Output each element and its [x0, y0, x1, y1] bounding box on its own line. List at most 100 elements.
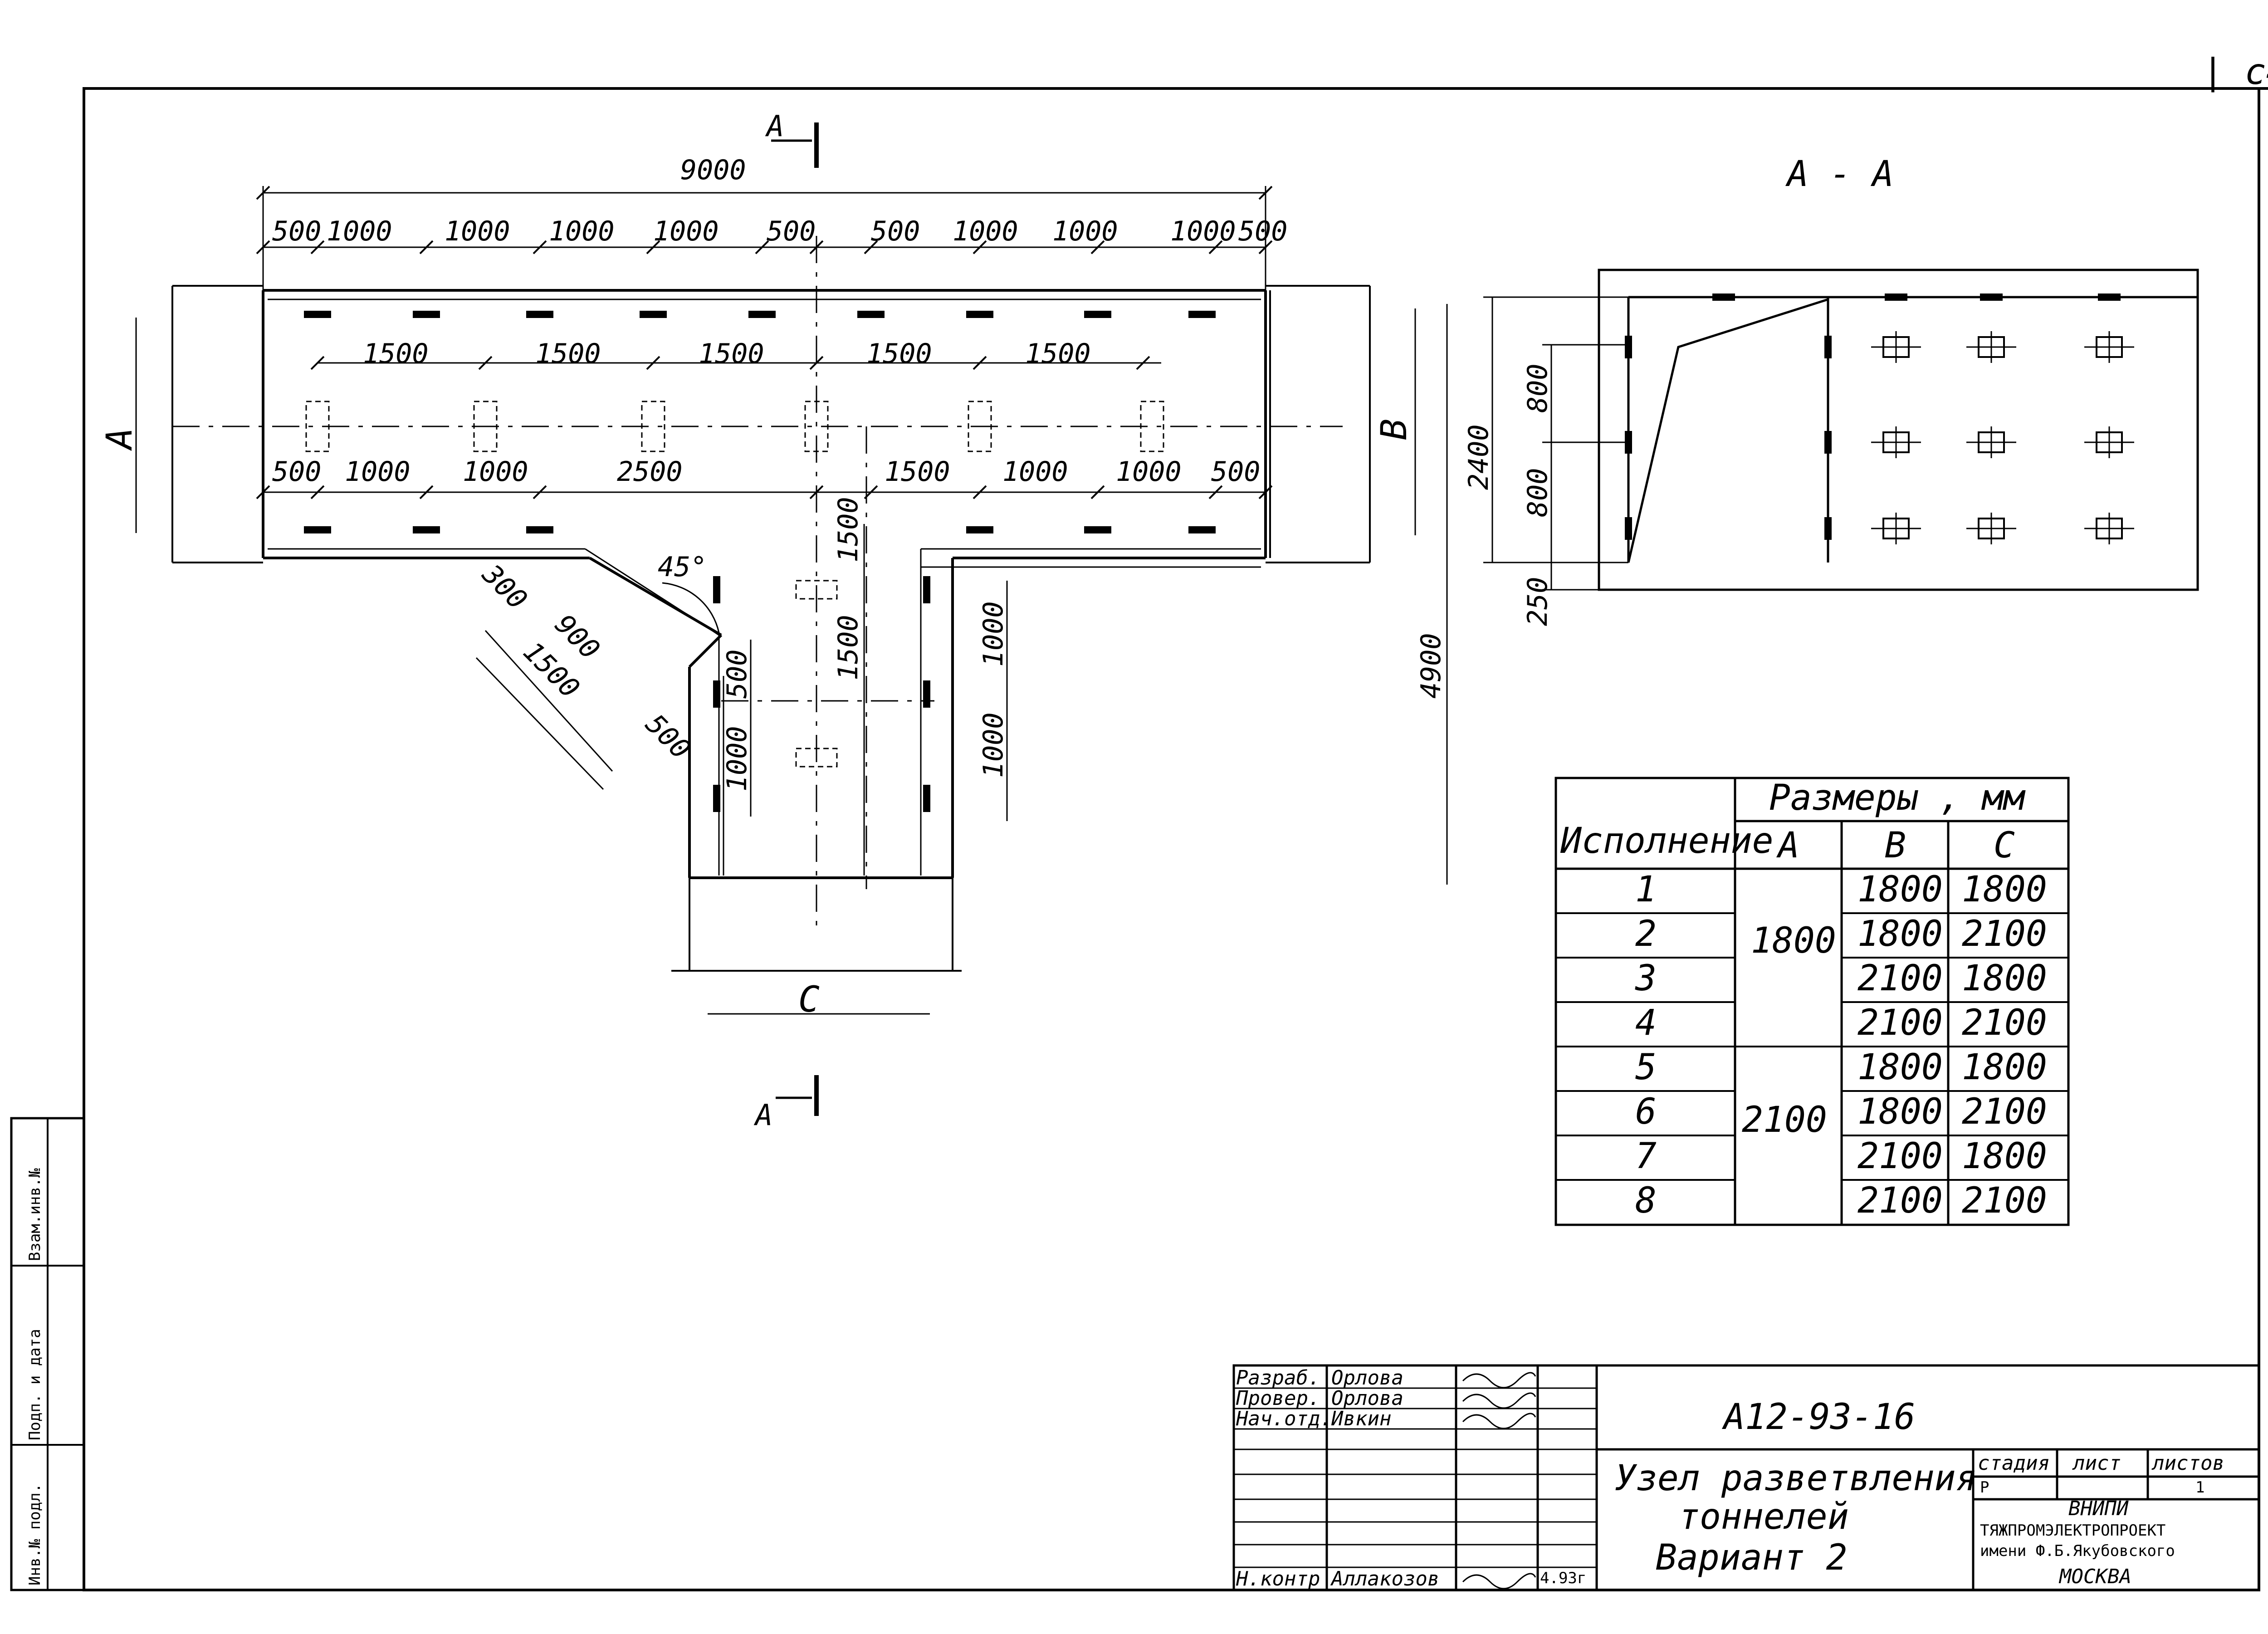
dim-tick: [310, 240, 325, 254]
table-cell-c: 1800: [1962, 1047, 2047, 1088]
dim-angle: 45°: [658, 551, 707, 583]
org-line-2: ТЯЖПРОМЭЛЕКТРОПРОЕКТ: [1980, 1521, 2165, 1540]
table-cell-n: 2: [1635, 914, 1657, 954]
dim-top-9: 1000: [1170, 215, 1236, 247]
signature: [1462, 1413, 1536, 1429]
section-wall-bolt: [1625, 336, 1632, 358]
section-cut-top: А: [765, 110, 819, 168]
support-square: [1140, 401, 1164, 452]
section-dim-lines: [1483, 296, 1628, 591]
section-dim-2400: 2400: [1463, 425, 1495, 490]
angle-arc: [662, 582, 720, 633]
person-3: Аллакозов: [1330, 1567, 1439, 1590]
sheet-label: лист: [2072, 1452, 2121, 1475]
side-walls: [171, 285, 1371, 563]
dim-tick: [310, 485, 325, 499]
section-title: А - А: [1785, 154, 1894, 195]
support-square-branch: [795, 580, 838, 600]
section-wall-bolt: [1824, 431, 1832, 454]
section-supports: [1625, 294, 2134, 544]
table-header-main: Размеры , мм: [1769, 778, 2026, 818]
dim-tick: [809, 485, 824, 499]
dim-tick: [533, 240, 547, 254]
table-merged-a1: 1800: [1751, 920, 1836, 961]
person-0: Орлова: [1331, 1366, 1403, 1389]
bolt-top: [304, 311, 331, 318]
table-cell-b: 1800: [1857, 914, 1943, 954]
dim-top-6: 500: [871, 215, 920, 247]
bolt-bottom: [526, 526, 553, 533]
dim-tick: [646, 240, 660, 254]
dim-top-1: 1000: [327, 215, 392, 247]
org-line-1: ВНИПИ: [2068, 1497, 2129, 1520]
dim-top-8: 1000: [1052, 215, 1118, 247]
dim-tick: [1136, 356, 1150, 370]
person-2: Ивкин: [1331, 1407, 1391, 1430]
doc-name-2: тоннелей: [1678, 1497, 1849, 1537]
dim-low-right-0: 1500: [885, 456, 950, 488]
table-cell-c: 2100: [1962, 1091, 2047, 1132]
section-dim-800-b: 800: [1522, 468, 1554, 517]
signature: [1462, 1392, 1536, 1409]
dim-tick: [478, 356, 493, 370]
dim-tick: [1258, 240, 1273, 254]
bolt-top: [413, 311, 440, 318]
cut-label-bottom: А: [753, 1099, 773, 1132]
dim-top-5: 500: [767, 215, 816, 247]
dimension-ticks: [256, 186, 1273, 499]
bolt-branch-left: [713, 576, 720, 603]
dim-mid-2: 1500: [699, 338, 764, 370]
bolt-top: [526, 311, 553, 318]
table-cell-n: 5: [1635, 1047, 1657, 1088]
table-header-exec: Исполнение: [1560, 821, 1774, 861]
role-0: Разраб.: [1236, 1366, 1320, 1389]
bolt-bottom: [304, 526, 331, 533]
cable-supports: [305, 401, 1164, 768]
table-cell-n: 8: [1635, 1180, 1657, 1221]
section-top-bolt: [1712, 294, 1735, 301]
sheets-label: листов: [2151, 1452, 2224, 1475]
doc-date: 4.93г: [1540, 1569, 1586, 1587]
title-block-frame: [1232, 1364, 2260, 1591]
title-block-rows: [1234, 1387, 1597, 1568]
dim-branch-left-2: 1000: [721, 726, 753, 792]
section-top-bolt: [2098, 294, 2121, 301]
person-1: Орлова: [1331, 1387, 1403, 1410]
support-square: [473, 401, 498, 452]
anchor-bolts: [304, 311, 1216, 812]
dim-tick: [1258, 186, 1273, 200]
org-line-4: МОСКВА: [2058, 1565, 2131, 1588]
table-cell-c: 2100: [1962, 1003, 2047, 1043]
section-aa: А - А 2400 800 800 250: [1463, 154, 2199, 626]
dim-tick: [809, 356, 824, 370]
dim-tick: [310, 356, 325, 370]
dim-tick: [973, 485, 987, 499]
bolt-top: [1084, 311, 1111, 318]
org-line-3: имени Ф.Б.Якубовского: [1980, 1542, 2175, 1560]
bolt-top: [1188, 311, 1216, 318]
doc-code: А12-93-16: [1721, 1397, 1916, 1438]
table-col-A: А: [1776, 825, 1799, 866]
dim-low-left-3: 2500: [617, 456, 683, 488]
dim-tick: [419, 240, 434, 254]
dim-A-label: А: [99, 428, 140, 451]
dim-tick: [809, 240, 824, 254]
table-cell-c: 2100: [1962, 914, 2047, 954]
bolt-top: [748, 311, 776, 318]
bolt-bottom: [1084, 526, 1111, 533]
sheets-value: 1: [2195, 1478, 2204, 1497]
dim-top-4: 1000: [653, 215, 719, 247]
dim-mid-4: 1500: [1025, 338, 1091, 370]
table-cell-n: 6: [1635, 1091, 1657, 1132]
bolt-branch-left: [713, 785, 720, 812]
table-cell-n: 7: [1635, 1136, 1657, 1177]
role-3: Н.контр: [1236, 1567, 1320, 1590]
bolt-branch-left: [713, 680, 720, 708]
stamp-inv-podl: Инв.№ подл.: [26, 1483, 44, 1585]
table-cell-c: 1800: [1962, 958, 2047, 999]
bolt-top: [966, 311, 993, 318]
dim-tick: [1208, 240, 1223, 254]
table-col-B: В: [1885, 825, 1906, 866]
title-block-people: Разраб.ОрловаПровер.ОрловаНач.отд.ИвкинН…: [1236, 1366, 1536, 1590]
